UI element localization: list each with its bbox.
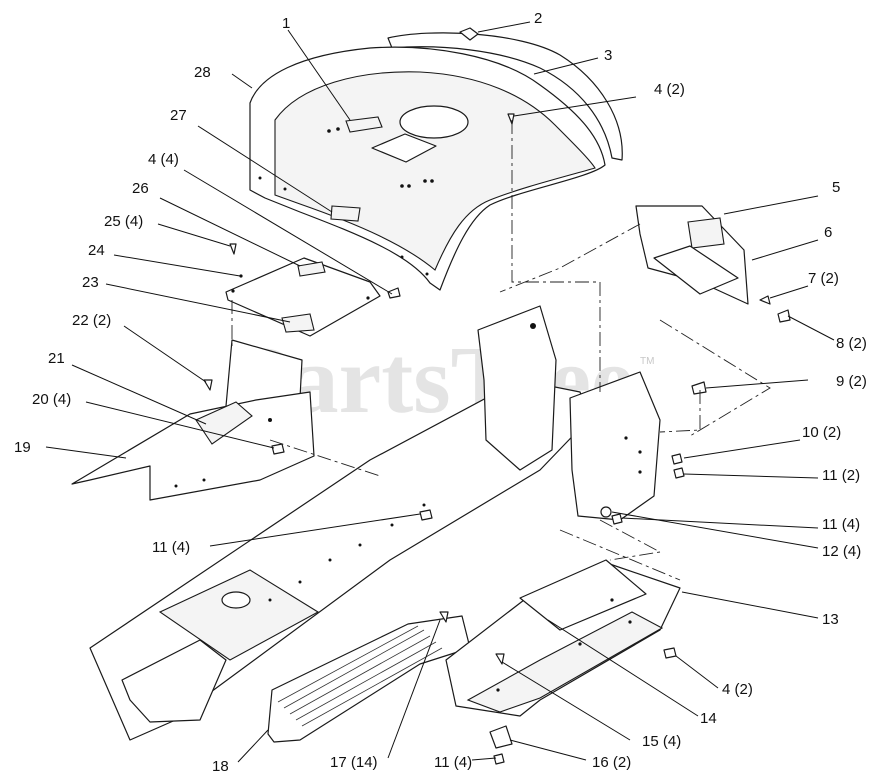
part-26-decal[interactable] <box>297 261 326 277</box>
frame-rear-housing[interactable] <box>121 639 227 723</box>
part-15-bolt[interactable] <box>495 653 505 665</box>
callout-13: 13 <box>822 611 839 628</box>
callout-1: 1 <box>282 15 290 32</box>
frame-rear-plate[interactable] <box>158 569 320 661</box>
callout-19: 19 <box>14 439 31 456</box>
part-23-plate[interactable] <box>281 313 315 333</box>
callout-24: 24 <box>88 242 105 259</box>
callout-2: 2 <box>534 10 542 27</box>
part-9-nut[interactable] <box>691 381 707 395</box>
frame-pivot <box>221 591 251 609</box>
callout-7: 7 (2) <box>808 270 839 287</box>
callout-17: 17 (14) <box>330 754 378 771</box>
part-5-decal[interactable] <box>687 217 725 249</box>
callout-14: 14 <box>700 710 717 727</box>
part-4-screw-hood[interactable] <box>507 113 515 125</box>
part-20-nut[interactable] <box>271 443 285 455</box>
callout-21: 21 <box>48 350 65 367</box>
part-17-stud[interactable] <box>439 611 449 623</box>
part-12-washer[interactable] <box>600 506 612 518</box>
part-3-hood-strip[interactable] <box>387 32 623 161</box>
callout-8: 8 (2) <box>836 335 867 352</box>
align-line-2 <box>499 223 641 293</box>
part-25-screw[interactable] <box>229 243 237 255</box>
align-line-6 <box>559 529 681 581</box>
front-tower[interactable] <box>569 371 661 521</box>
part-11-nut[interactable] <box>673 467 685 479</box>
callout-27: 27 <box>170 107 187 124</box>
watermark-tm: TM <box>640 356 654 367</box>
callout-11-top: 11 (2) <box>822 467 860 484</box>
align-line-7 <box>659 390 701 433</box>
part-16-bracket[interactable] <box>489 725 513 749</box>
part-11-nut-bottom[interactable] <box>493 753 505 765</box>
hood-fuel-opening <box>399 105 469 139</box>
part-19-pedestal[interactable] <box>71 391 315 501</box>
part-14-pan-insert[interactable] <box>519 559 647 631</box>
part-4-screw-hood-left[interactable] <box>387 287 401 299</box>
callout-6: 6 <box>824 224 832 241</box>
callout-5: 5 <box>832 179 840 196</box>
running-board-ribs <box>277 625 443 727</box>
front-upright[interactable] <box>477 305 557 471</box>
callout-10: 10 (2) <box>802 424 841 441</box>
align-line-8 <box>659 319 771 437</box>
part-22-screw[interactable] <box>203 379 213 391</box>
part-27-decal[interactable] <box>330 205 361 222</box>
hood-dash-opening <box>371 133 437 163</box>
part-4-screw-pan[interactable] <box>663 647 677 659</box>
part-8-screw[interactable] <box>777 309 791 323</box>
callout-9: 9 (2) <box>836 373 867 390</box>
callout-18: 18 <box>212 758 229 775</box>
callout-4-pan: 4 (2) <box>722 681 753 698</box>
part-14-pan-floor[interactable] <box>466 611 664 713</box>
side-panel-window <box>653 245 739 295</box>
callout-3: 3 <box>604 47 612 64</box>
callout-28: 28 <box>194 64 211 81</box>
part-7-washer[interactable] <box>759 295 771 305</box>
part-20-pad[interactable] <box>195 401 253 445</box>
callout-16: 16 (2) <box>592 754 631 771</box>
callout-12: 12 (4) <box>822 543 861 560</box>
callout-4-dash: 4 (4) <box>148 151 179 168</box>
leader-lines <box>45 21 835 763</box>
callout-11-front: 11 (4) <box>822 516 860 533</box>
part-2-clip[interactable] <box>459 27 479 41</box>
part-10-washer[interactable] <box>671 453 683 465</box>
callout-4-hood: 4 (2) <box>654 81 685 98</box>
align-line-1 <box>511 120 601 392</box>
callout-11-frame: 11 (4) <box>152 539 190 556</box>
part-1-decal[interactable] <box>345 116 383 133</box>
callout-15: 15 (4) <box>642 733 681 750</box>
callout-11-bottom: 11 (4) <box>434 754 472 771</box>
callout-26: 26 <box>132 180 149 197</box>
align-line-4 <box>269 439 381 477</box>
callout-22: 22 (2) <box>72 312 111 329</box>
callout-20: 20 (4) <box>32 391 71 408</box>
callout-23: 23 <box>82 274 99 291</box>
part-11-nut-front[interactable] <box>611 513 623 525</box>
align-line-5 <box>599 519 662 561</box>
part-24-dash-panel[interactable] <box>225 257 381 337</box>
callout-25: 25 (4) <box>104 213 143 230</box>
part-11-nut-frame[interactable] <box>419 509 433 521</box>
